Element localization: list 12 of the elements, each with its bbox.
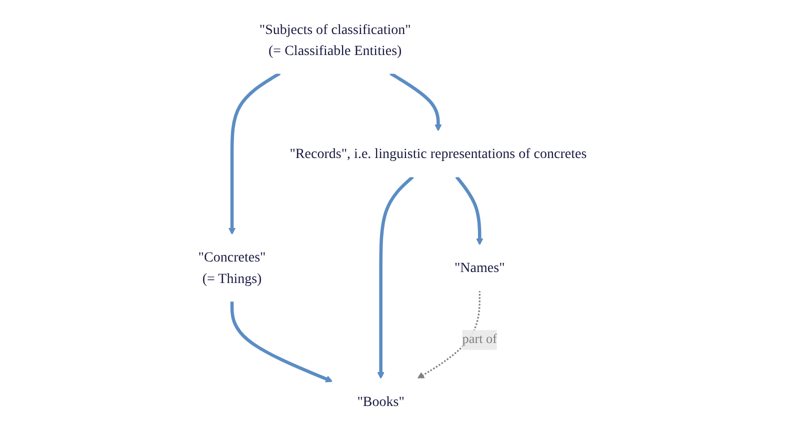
node-text: "Concretes" (= Things) [198, 249, 266, 286]
node-text: "Records", i.e. linguistic representations of concretes [290, 146, 587, 162]
arrow [417, 290, 480, 379]
arrow [390, 72, 442, 132]
node-text: "Names" [454, 260, 505, 276]
arrow [455, 176, 484, 246]
arrow [228, 72, 281, 235]
node-text: "Books" [357, 394, 404, 410]
arrow [377, 176, 414, 379]
node-text: "Subjects of classification" (= Classifiable Entities) [259, 21, 411, 58]
arrow [230, 301, 333, 382]
edge-label: part of [462, 332, 498, 347]
